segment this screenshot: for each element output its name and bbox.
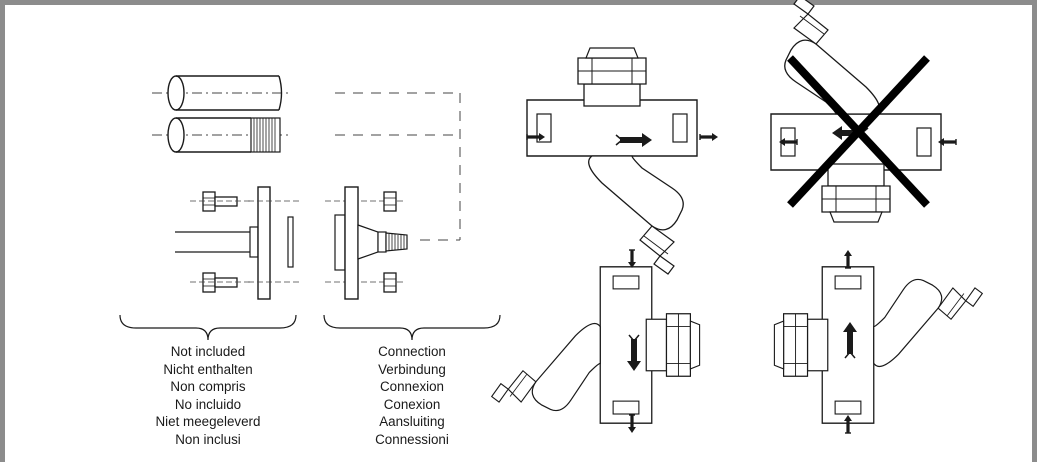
caption-line: Connection <box>378 344 446 359</box>
caption-line: Connexion <box>379 379 445 395</box>
cross-mark-icon <box>787 55 930 208</box>
caption-line: Conexion <box>383 396 441 412</box>
caption-line: Connessioni <box>375 431 449 447</box>
pipe-threaded-icon <box>152 117 292 153</box>
bolt-icon <box>190 191 250 212</box>
caption-line: Aansluiting <box>379 414 445 430</box>
strainer-horizontal-correct <box>526 47 719 275</box>
caption-line: Non compris <box>170 379 246 395</box>
caption-line: Not included <box>170 344 246 359</box>
strainer-horizontal-incorrect <box>770 0 957 223</box>
caption-line: Niet meegeleverd <box>155 414 261 430</box>
caption-line: Non inclusi <box>175 431 241 447</box>
caption-line: Verbindung <box>378 361 446 377</box>
gasket-icon <box>287 216 294 268</box>
threaded-flange-adapter-icon <box>325 186 408 300</box>
bolt-icon <box>190 272 250 293</box>
pipe-plain-icon <box>152 75 292 111</box>
caption-line: Nicht enthalten <box>163 361 253 377</box>
caption-line: No incluido <box>174 396 242 412</box>
strainer-vertical-down <box>491 249 701 434</box>
nut-icon <box>383 272 397 293</box>
strainer-vertical-up <box>773 249 983 434</box>
brace-connection <box>323 314 501 341</box>
flange-icon <box>175 186 300 300</box>
brace-not-included <box>119 314 297 341</box>
nut-icon <box>383 191 397 212</box>
connection-guides <box>335 92 461 241</box>
caption-connection: Connection Verbindung Connexion Conexion… <box>312 343 512 449</box>
caption-not-included: Not included Nicht enthalten Non compris… <box>108 343 308 449</box>
